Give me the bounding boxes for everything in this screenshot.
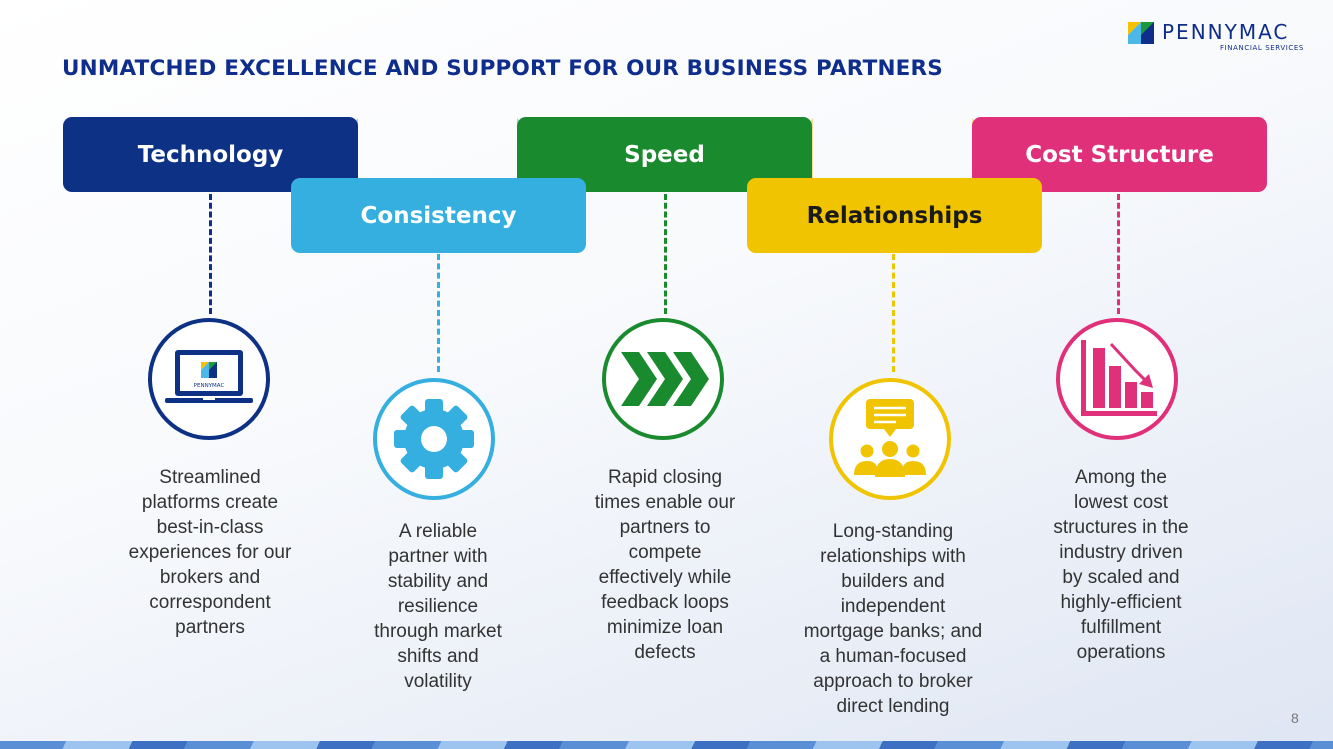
circle-relationships xyxy=(829,378,951,500)
circle-cost-structure xyxy=(1056,318,1178,440)
circle-technology: PENNYMAC xyxy=(148,318,270,440)
people-chat-icon xyxy=(854,399,926,477)
description-technology: Streamlined platforms create best-in-cla… xyxy=(128,467,292,638)
svg-text:PENNYMAC: PENNYMAC xyxy=(194,383,225,389)
page-title: UNMATCHED EXCELLENCE AND SUPPORT FOR OUR… xyxy=(62,56,943,81)
pill-relationships-label: Relationships xyxy=(806,202,983,229)
logo-subtitle: FINANCIAL SERVICES xyxy=(1220,44,1304,52)
description-relationships: Long-standing relationships with builder… xyxy=(803,521,983,717)
connector-relationships xyxy=(892,254,895,372)
pennymac-mark-icon xyxy=(1128,22,1154,44)
connector-technology xyxy=(209,194,212,314)
connector-speed xyxy=(664,194,667,314)
circle-speed xyxy=(602,318,724,440)
logo-wordmark: PENNYMAC xyxy=(1162,20,1290,44)
pennymac-logo: PENNYMAC FINANCIAL SERVICES xyxy=(1128,20,1318,56)
description-consistency: A reliable partner with stability and re… xyxy=(374,521,502,692)
page-number: 8 xyxy=(1291,710,1299,726)
pill-relationships: Relationships xyxy=(747,178,1042,253)
laptop-icon: PENNYMAC xyxy=(165,350,253,403)
description-cost-structure: Among the lowest cost structures in the … xyxy=(1053,467,1189,663)
chevrons-icon xyxy=(621,352,709,406)
description-speed: Rapid closing times enable our partners … xyxy=(594,467,736,663)
pill-speed-label: Speed xyxy=(624,141,705,168)
connector-cost-structure xyxy=(1117,194,1120,314)
pill-cost-structure-label: Cost Structure xyxy=(1025,141,1214,168)
bottom-decorative-bar xyxy=(0,741,1333,749)
pill-consistency-label: Consistency xyxy=(360,202,517,229)
connector-consistency xyxy=(437,254,440,372)
pill-technology-label: Technology xyxy=(137,141,284,168)
declining-chart-icon xyxy=(1081,340,1157,416)
gear-icon xyxy=(394,399,474,479)
pill-consistency: Consistency xyxy=(291,178,586,253)
circle-consistency xyxy=(373,378,495,500)
